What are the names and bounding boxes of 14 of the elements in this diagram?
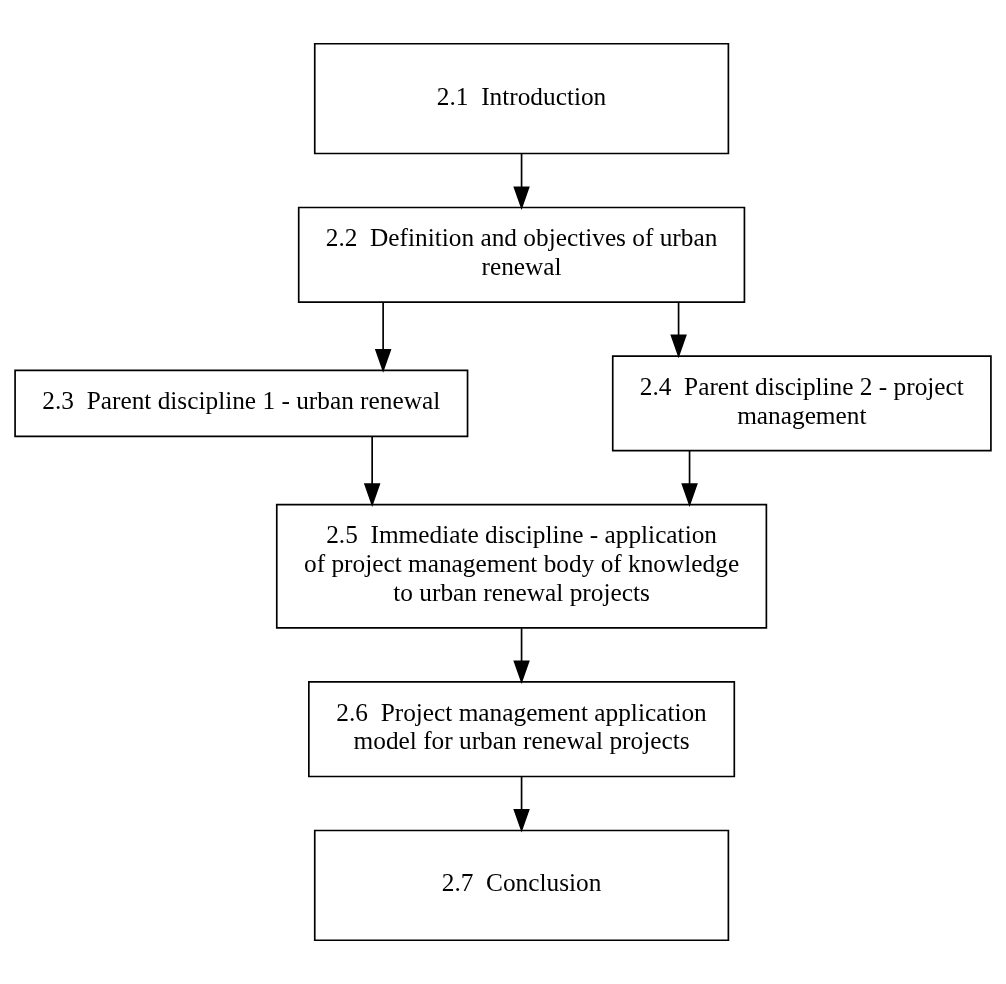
arrow [363,435,381,507]
node-box: 2.7 Conclusion [313,829,730,942]
arrow [670,301,687,359]
node-box: 2.1 Introduction [313,42,730,155]
arrow [513,627,530,685]
node-box: 2.4 Parent discipline 2 - project management [611,355,992,452]
node-box: 2.2 Definition and objectives of urban renewal [297,206,746,303]
arrow [513,152,530,211]
arrow [681,450,698,507]
node-box: 2.6 Project management application model for urban renewal projects [308,681,736,778]
node-box: 2.3 Parent discipline 1 - urban renewal [14,369,469,438]
arrow [513,775,530,833]
arrow [374,301,392,373]
node-box: 2.5 Immediate discipline - application of project management body of knowledge to urban renewal projects [275,503,768,629]
